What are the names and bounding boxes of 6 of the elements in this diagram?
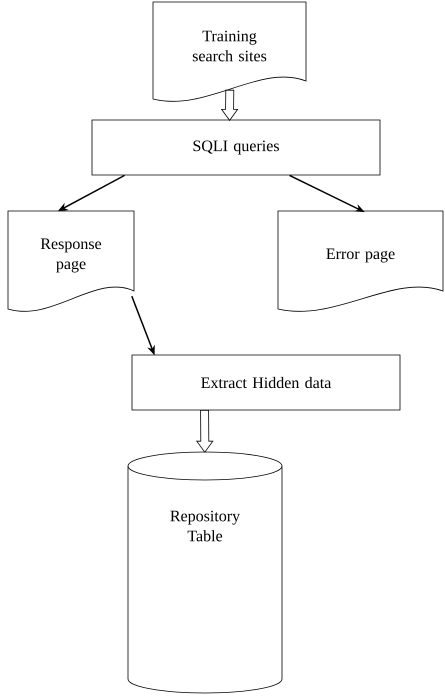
- process-box: SQLI queries: [92, 120, 380, 176]
- hollow-arrow: [220, 90, 238, 122]
- hollow-arrow: [196, 410, 214, 453]
- process-box: Extract Hidden data: [132, 354, 400, 410]
- database-cylinder: Repository Table: [128, 452, 282, 694]
- node-label: Repository Table: [170, 510, 240, 542]
